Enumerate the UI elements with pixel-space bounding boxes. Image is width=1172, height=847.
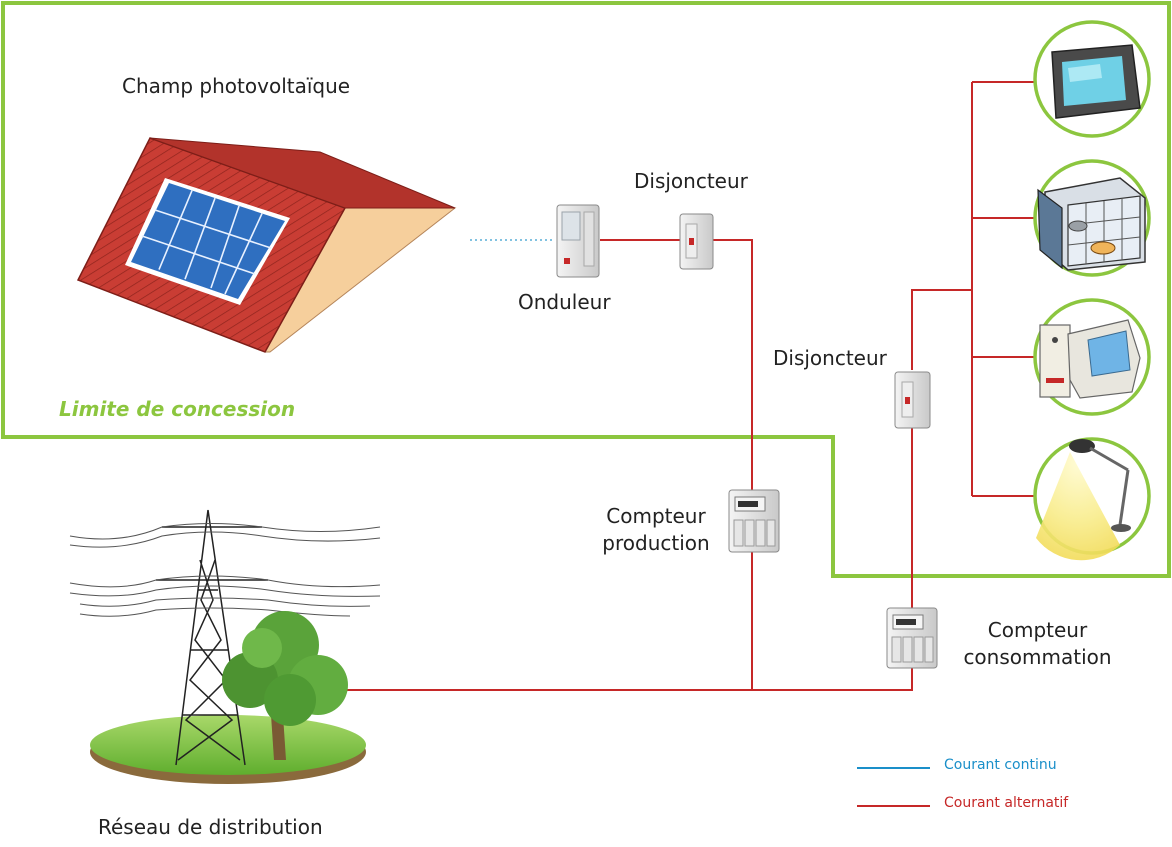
wire-breaker-distribution <box>911 289 972 370</box>
pylon-icon <box>156 509 268 766</box>
pv-roof <box>76 137 457 353</box>
solar-panel <box>125 178 290 305</box>
breaker-top-icon <box>679 213 714 270</box>
label-pv-field: Champ photovoltaïque <box>122 74 351 98</box>
production-meter-icon <box>728 489 780 553</box>
tree-icon <box>222 611 348 760</box>
label-consumption-meter: Compteur consommation <box>963 618 1112 669</box>
distribution-grid <box>69 509 381 784</box>
lamp-circle <box>1033 437 1151 561</box>
television-icon <box>1051 44 1141 119</box>
inverter-icon <box>556 204 600 278</box>
lamp-icon <box>1036 439 1131 561</box>
power-lines <box>69 523 381 617</box>
consumption-meter-icon <box>886 607 938 669</box>
label-boundary: Limite de concession <box>59 397 296 421</box>
label-breaker-right: Disjoncteur <box>773 346 887 370</box>
wire-breaker-production-meter <box>710 239 753 490</box>
microwave-circle <box>1033 159 1151 277</box>
label-production-meter: Compteur production <box>602 504 710 555</box>
computer-icon <box>1039 319 1141 399</box>
ac-wiring <box>345 81 1035 691</box>
legend-dc-label: Courant continu <box>944 757 1057 773</box>
breaker-right-icon <box>894 371 931 429</box>
microwave-icon <box>1037 177 1146 271</box>
legend-ac-label: Courant alternatif <box>944 795 1069 811</box>
label-inverter: Onduleur <box>518 290 611 314</box>
computer-circle <box>1033 298 1151 416</box>
label-grid: Réseau de distribution <box>98 815 323 839</box>
label-breaker-top: Disjoncteur <box>634 169 748 193</box>
concession-boundary <box>1 1 1171 578</box>
wire-grid <box>345 660 913 691</box>
tv-circle <box>1033 20 1151 138</box>
